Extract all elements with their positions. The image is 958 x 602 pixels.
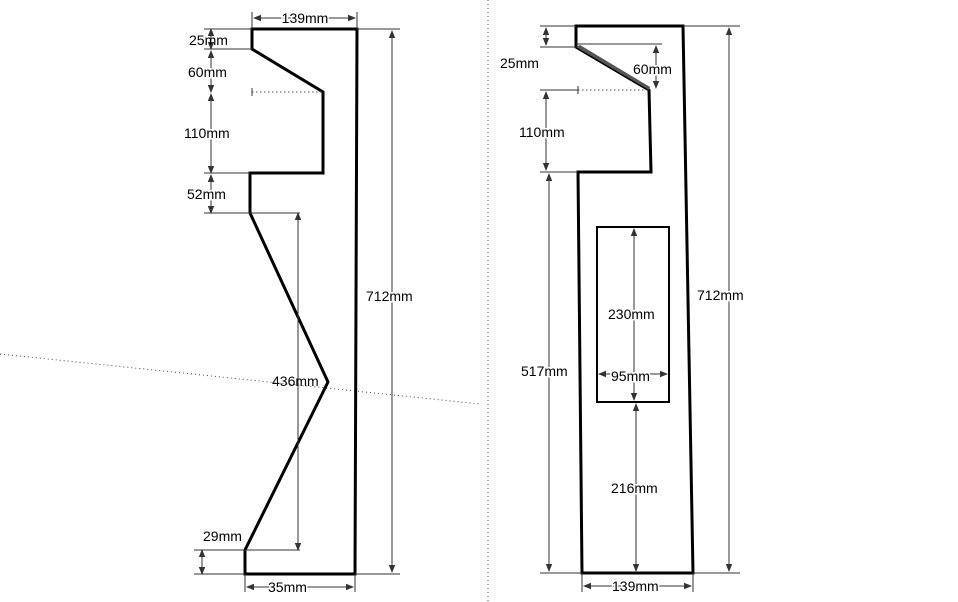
right-cutout-bottom-label: 216mm	[611, 480, 658, 496]
right-cutout-height-label: 230mm	[608, 306, 655, 322]
left-bottom-offset-label: 29mm	[203, 528, 242, 544]
left-panel-outline	[243, 27, 359, 576]
left-top-offset-label: 25mm	[189, 32, 228, 48]
left-v-depth-label: 436mm	[272, 373, 319, 389]
left-ledge-height-label: 110mm	[184, 125, 230, 141]
left-step-height-label: 52mm	[187, 186, 226, 202]
right-notch-height-label: 60mm	[633, 61, 672, 77]
right-cutout-width-label: 95mm	[611, 368, 650, 384]
right-cutout	[596, 226, 670, 403]
right-ledge-height-label: 110mm	[519, 124, 565, 140]
right-panel: 25mm 60mm 110mm 517mm 230mm 95mm 216mm 7…	[500, 24, 745, 596]
left-panel: 139mm 25mm 60mm 110mm 52mm 436mm 29mm 71…	[183, 9, 415, 597]
right-extension-lines	[540, 25, 740, 592]
right-top-offset-label: 25mm	[500, 55, 539, 71]
left-top-width-label: 139mm	[282, 10, 329, 26]
right-base-width-label: 139mm	[612, 578, 659, 594]
horizontal-axis-guide	[0, 353, 481, 405]
left-overall-height-label: 712mm	[366, 288, 413, 304]
right-bevel-shade	[576, 45, 650, 90]
right-lower-height-label: 517mm	[521, 363, 568, 379]
left-base-width-label: 35mm	[268, 579, 307, 595]
right-overall-height-label: 712mm	[697, 287, 744, 303]
left-notch-height-label: 60mm	[188, 64, 227, 80]
